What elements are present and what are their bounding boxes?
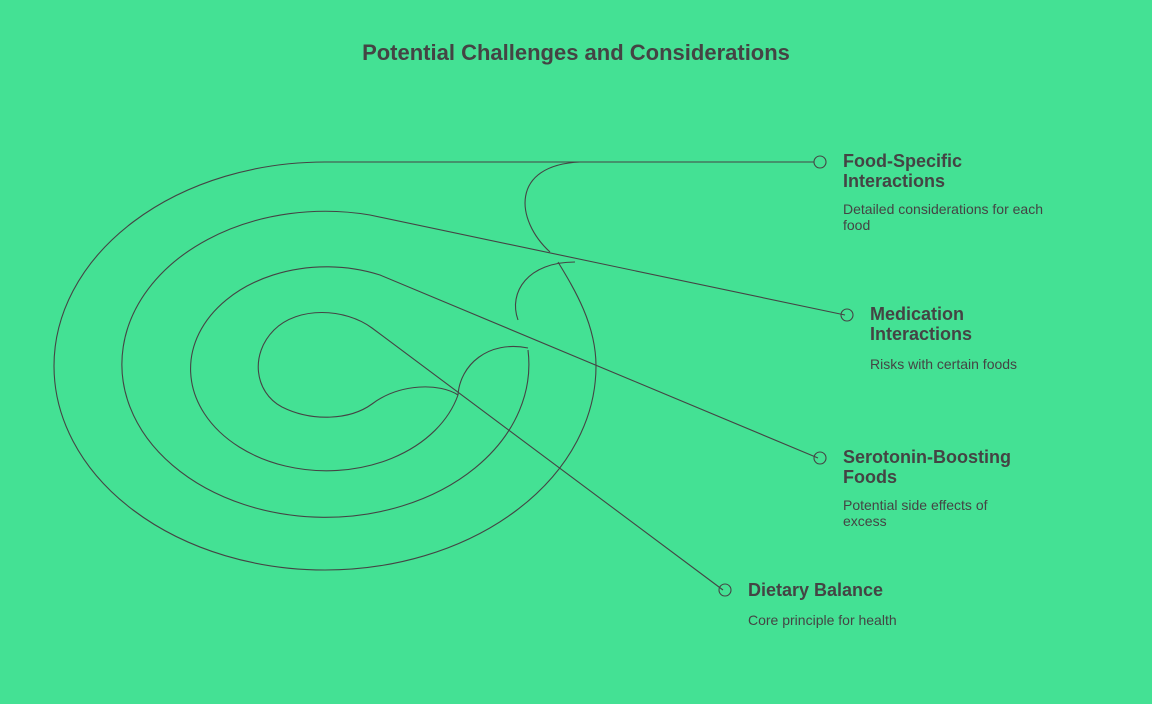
serotonin-node-icon bbox=[813, 451, 827, 465]
item-serotonin: Serotonin-Boosting Foods Potential side … bbox=[843, 447, 1073, 529]
dietary-balance-arm bbox=[257, 312, 724, 591]
connector-curve-1 bbox=[457, 346, 529, 396]
item-dietary-balance: Dietary Balance Core principle for healt… bbox=[748, 580, 978, 628]
item-title: Medication Interactions bbox=[870, 304, 973, 344]
dietary-node-icon bbox=[718, 583, 732, 597]
item-description: Risks with certain foods bbox=[870, 356, 1018, 372]
connector-curve-3 bbox=[524, 161, 581, 253]
item-title: Dietary Balance bbox=[748, 580, 884, 600]
food-specific-arm bbox=[53, 161, 814, 571]
item-description: Detailed considerations for each food bbox=[843, 201, 1044, 233]
connector-curve-2 bbox=[514, 261, 576, 321]
item-food-specific: Food-Specific Interactions Detailed cons… bbox=[843, 151, 1073, 233]
item-title: Serotonin-Boosting Foods bbox=[843, 447, 1011, 487]
medication-arm bbox=[121, 210, 846, 518]
serotonin-arm bbox=[190, 266, 819, 472]
item-description: Core principle for health bbox=[748, 612, 897, 628]
medication-node-icon bbox=[840, 308, 854, 322]
item-title: Food-Specific Interactions bbox=[843, 151, 963, 191]
food-specific-node-icon bbox=[813, 155, 827, 169]
item-description: Potential side effects of excess bbox=[843, 497, 988, 529]
diagram-title: Potential Challenges and Considerations bbox=[362, 40, 790, 65]
item-medication: Medication Interactions Risks with certa… bbox=[870, 304, 1100, 372]
